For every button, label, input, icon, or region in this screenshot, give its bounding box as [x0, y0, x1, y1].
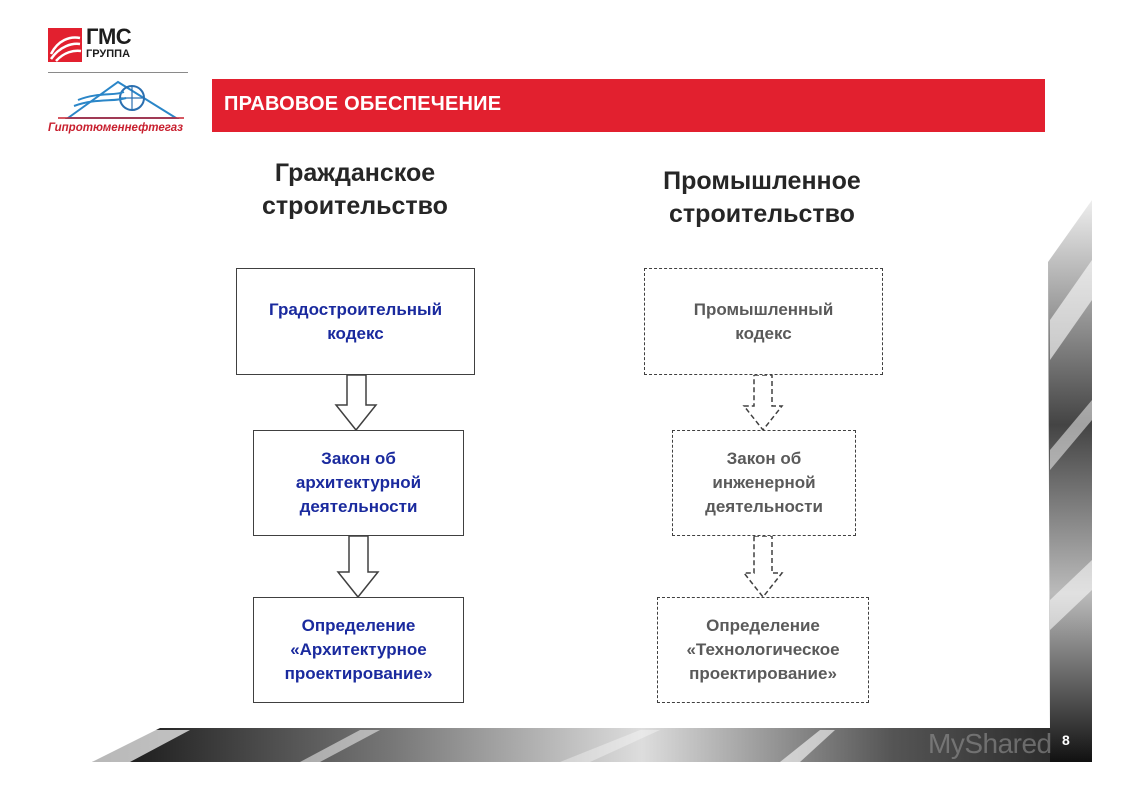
header-banner: ПРАВОВОЕ ОБЕСПЕЧЕНИЕ [212, 79, 1045, 132]
arrow-down-dashed-icon [742, 535, 784, 599]
box-industrial-code: Промышленный кодекс [644, 268, 883, 375]
gms-group-logo: ГМС ГРУППА [48, 24, 138, 64]
box-architectural-activity-law: Закон об архитектурной деятельности [253, 430, 464, 536]
giprotyumenneftegaz-logo: Гипротюменнефтегаз [48, 78, 190, 138]
gms-logo-mark-icon [48, 28, 82, 62]
gms-logo-name: ГМС [86, 24, 132, 49]
company-name: Гипротюменнефтегаз [48, 122, 183, 134]
page-title: ПРАВОВОЕ ОБЕСПЕЧЕНИЕ [224, 93, 502, 115]
box-engineering-activity-law: Закон об инженерной деятельности [672, 430, 856, 536]
arrow-down-icon [336, 535, 380, 599]
box-urban-planning-code: Градостроительный кодекс [236, 268, 475, 375]
watermark: MyShared [928, 728, 1052, 759]
gms-logo-sub: ГРУППА [86, 48, 131, 60]
page-number: 8 [1062, 732, 1070, 748]
logo-divider [48, 72, 188, 73]
heading-civil-construction: Гражданское строительство [262, 159, 448, 220]
box-technological-design-definition: Определение «Технологическое проектирова… [657, 597, 869, 703]
heading-industrial-construction: Промышленное строительство [663, 167, 861, 228]
globe-icon [58, 80, 184, 119]
arrow-down-icon [334, 374, 378, 432]
box-architectural-design-definition: Определение «Архитектурное проектировани… [253, 597, 464, 703]
arrow-down-dashed-icon [742, 374, 784, 432]
